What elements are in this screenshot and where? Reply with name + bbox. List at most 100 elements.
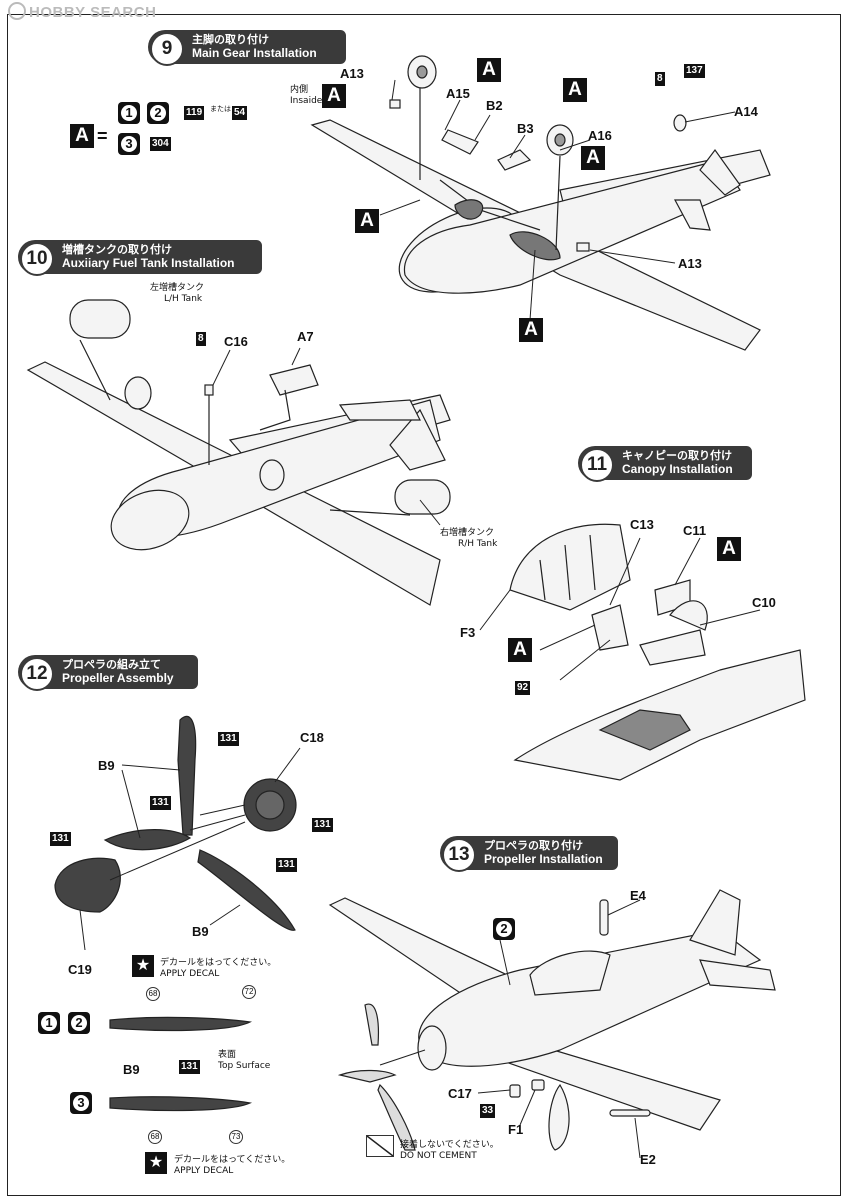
lh-tank-label-jp: 左増槽タンク [150, 283, 205, 293]
rh-tank-label-jp: 右増槽タンク [440, 528, 495, 538]
step-title-en: Propeller Installation [484, 852, 603, 866]
paint-badge-131: 131 [50, 832, 71, 846]
decal-number-72: 72 [242, 985, 256, 999]
step-13-header: 13 プロペラの取り付け Propeller Installation [440, 836, 618, 872]
no-glue-icon [366, 1135, 394, 1157]
step-11-header: 11 キャノピーの取り付け Canopy Installation [578, 446, 752, 482]
step13-aircraft [328, 889, 776, 1151]
part-label-a13-bottom: A13 [678, 256, 702, 271]
part-group-a-marker: A [508, 638, 532, 662]
part-label-a7: A7 [297, 329, 314, 344]
step-12-header: 12 プロペラの組み立て Propeller Assembly [18, 655, 198, 691]
part-label-f3: F3 [460, 625, 476, 640]
logo-icon [8, 2, 26, 20]
variant-3-icon: 3 [118, 133, 140, 155]
variant-3-icon: 3 [70, 1092, 92, 1114]
part-label-b3: B3 [517, 121, 534, 136]
page-frame [7, 14, 841, 1196]
part-label-a14: A14 [734, 104, 758, 119]
step-title-jp: 増槽タンクの取り付け [62, 243, 172, 256]
part-group-a-marker: A [477, 58, 501, 82]
or-text: または or [210, 105, 241, 113]
part-label-e4: E4 [630, 888, 646, 903]
paint-badge-8: 8 [196, 332, 206, 346]
part-group-a-label: A [70, 124, 94, 148]
step-number: 12 [20, 657, 54, 691]
paint-badge-131: 131 [276, 858, 297, 872]
part-label-f1: F1 [508, 1122, 524, 1137]
decal-badge-54: 54 [232, 106, 248, 120]
part-label-c10: C10 [752, 595, 776, 610]
part-label-c16: C16 [224, 334, 248, 349]
paint-badge-137: 137 [684, 64, 705, 78]
part-label-c19: C19 [68, 962, 92, 977]
part-group-a-marker: A [519, 318, 543, 342]
variant-2-icon: 2 [68, 1012, 90, 1034]
step-10-header: 10 増槽タンクの取り付け Auxiiary Fuel Tank Install… [18, 240, 262, 276]
apply-decal-en: APPLY DECAL [160, 969, 220, 979]
part-group-a-marker: A [355, 209, 379, 233]
decal-number-68: 68 [148, 1130, 162, 1144]
part-label-e2: E2 [640, 1152, 656, 1167]
decal-badge-304: 304 [150, 137, 171, 151]
step-number: 13 [442, 838, 476, 872]
top-surface-jp: 表面 [218, 1050, 237, 1060]
paint-badge-8: 8 [655, 72, 665, 86]
part-label-a16: A16 [588, 128, 612, 143]
step11-canopy [509, 523, 806, 781]
variant-1-icon: 1 [38, 1012, 60, 1034]
variant-2-icon: 2 [147, 102, 169, 124]
paint-badge-131: 131 [150, 796, 171, 810]
decal-badge-119: 119 [184, 106, 205, 120]
step-number: 9 [150, 32, 184, 66]
step-title-en: Auxiiary Fuel Tank Installation [62, 256, 235, 270]
part-label-b9: B9 [192, 924, 209, 939]
step-title-jp: プロペラの組み立て [62, 658, 161, 671]
variant-2-icon: 2 [493, 918, 515, 940]
step-title-en: Canopy Installation [622, 462, 733, 476]
step9-aircraft [310, 55, 771, 351]
part-label-b9: B9 [98, 758, 115, 773]
paint-badge-131: 131 [179, 1060, 200, 1074]
watermark: HOBBY SEARCH [8, 2, 156, 21]
step-number: 10 [20, 242, 54, 276]
part-label-c17: C17 [448, 1086, 472, 1101]
paint-badge-131: 131 [312, 818, 333, 832]
part-group-a-marker: A [563, 78, 587, 102]
inside-label-en: Insaide [290, 96, 323, 106]
star-icon: ★ [132, 955, 154, 977]
part-label-b2: B2 [486, 98, 503, 113]
inside-label-jp: 内側 [290, 85, 309, 95]
paint-badge-33: 33 [480, 1104, 496, 1118]
do-not-cement-en: DO NOT CEMENT [400, 1151, 477, 1161]
part-label-a13: A13 [340, 66, 364, 81]
step-title-en: Main Gear Installation [192, 46, 317, 60]
part-label-c13: C13 [630, 517, 654, 532]
step-9-header: 9 主脚の取り付け Main Gear Installation [148, 30, 346, 66]
part-label-b9: B9 [123, 1062, 140, 1077]
watermark-text: HOBBY SEARCH [29, 4, 157, 21]
part-label-a15: A15 [446, 86, 470, 101]
part-group-a-marker: A [717, 537, 741, 561]
rh-tank-label-en: R/H Tank [458, 539, 498, 549]
apply-decal-jp: デカールをはってください。 [174, 1155, 291, 1165]
decal-number-73: 73 [229, 1130, 243, 1144]
star-icon: ★ [145, 1152, 167, 1174]
part-label-c18: C18 [300, 730, 324, 745]
equals-sign: = [97, 126, 108, 146]
part-group-a-marker: A [322, 84, 346, 108]
variant-1-icon: 1 [118, 102, 140, 124]
decal-number-68: 68 [146, 987, 160, 1001]
step-title-en: Propeller Assembly [62, 671, 174, 685]
apply-decal-jp: デカールをはってください。 [160, 958, 277, 968]
step-number: 11 [580, 448, 614, 482]
step-title-jp: 主脚の取り付け [192, 33, 269, 46]
step10-aircraft [26, 299, 451, 606]
paint-badge-131: 131 [218, 732, 239, 746]
paint-badge-92: 92 [515, 681, 531, 695]
apply-decal-en: APPLY DECAL [174, 1166, 234, 1176]
lh-tank-label-en: L/H Tank [164, 294, 203, 304]
step-title-jp: プロペラの取り付け [484, 839, 583, 852]
do-not-cement-jp: 接着しないでください。 [400, 1140, 499, 1150]
